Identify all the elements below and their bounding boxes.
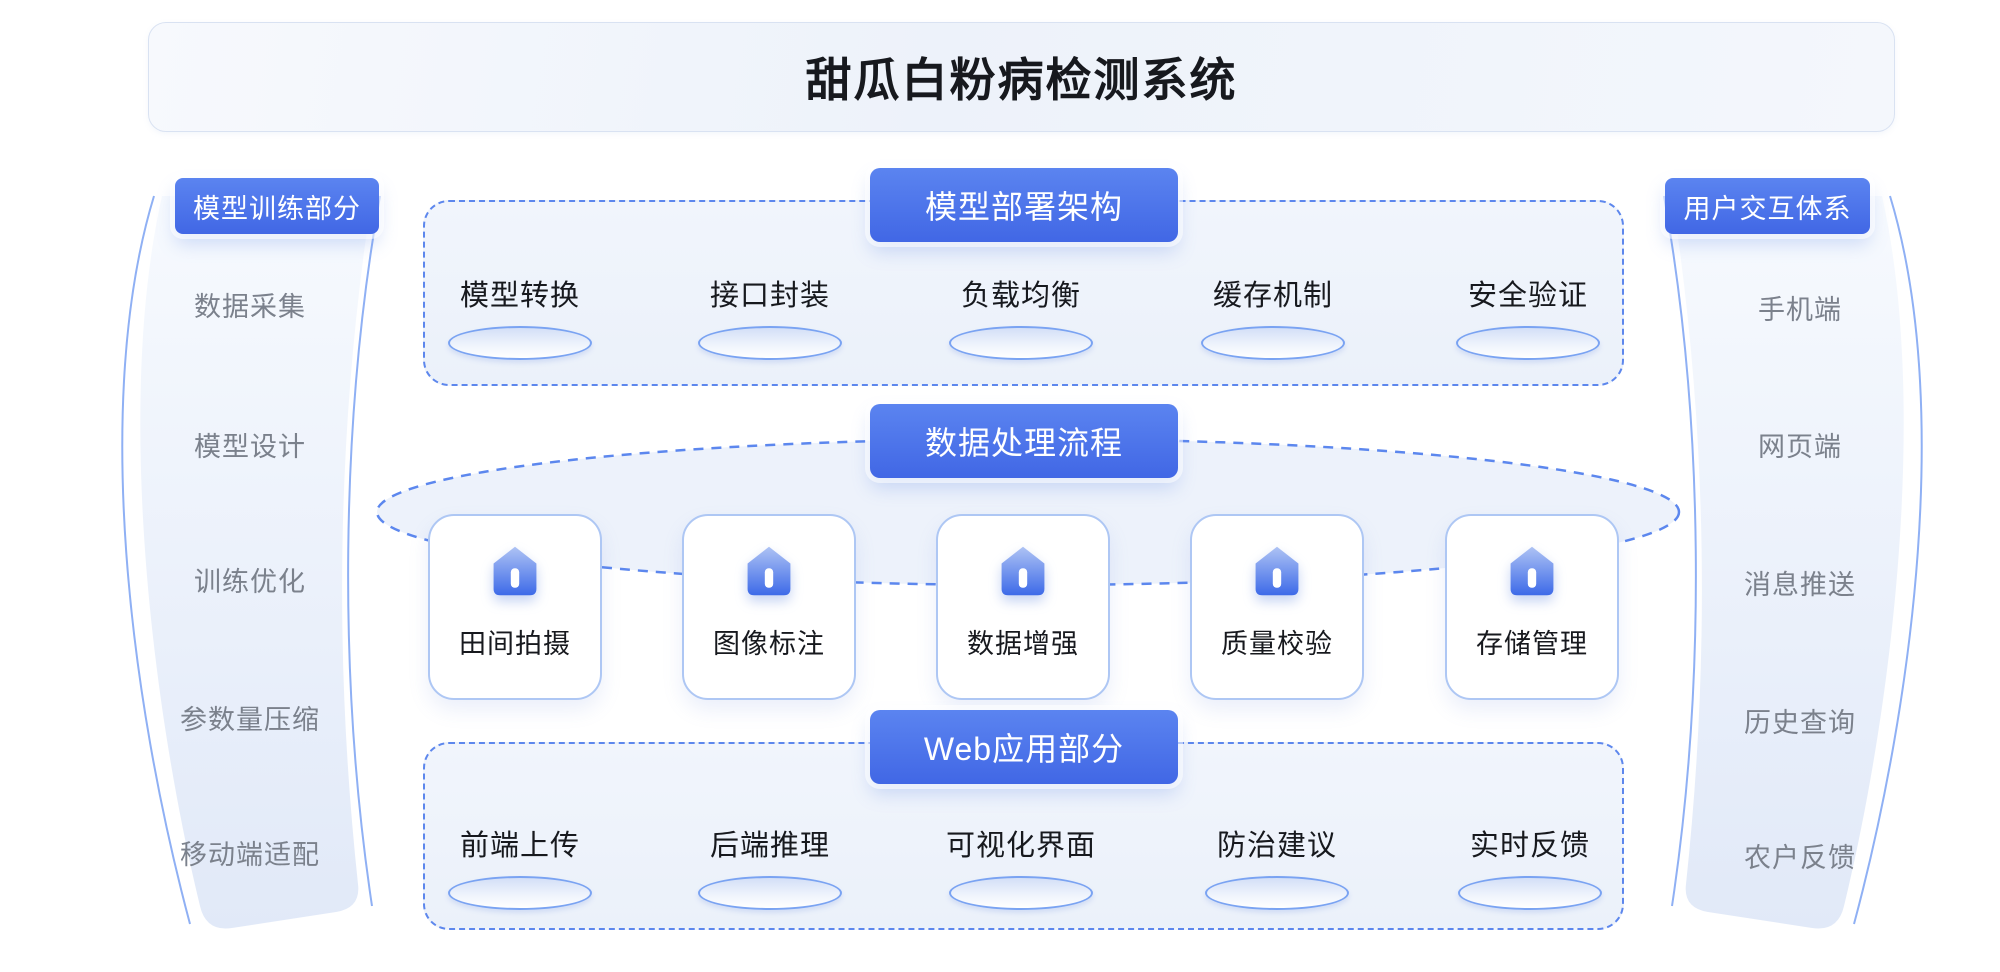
platform-ellipse — [1458, 876, 1602, 910]
web-item-label: 可视化界面 — [945, 830, 1096, 862]
web-item-2: 可视化界面 — [921, 826, 1121, 910]
right-panel-item-2: 消息推送 — [1744, 570, 1856, 600]
web-item-1: 后端推理 — [670, 826, 870, 910]
deploy-item-label: 负载均衡 — [960, 280, 1081, 312]
deploy-item-0: 模型转换 — [420, 276, 620, 360]
deploy-item-4: 安全验证 — [1428, 276, 1628, 360]
data-card-label: 图像标注 — [713, 629, 825, 659]
platform-ellipse — [949, 876, 1093, 910]
house-icon — [994, 544, 1052, 598]
house-icon — [740, 544, 798, 598]
data-card-label: 数据增强 — [967, 629, 1079, 659]
section-web-header: Web应用部分 — [870, 710, 1178, 784]
house-icon — [1503, 544, 1561, 598]
deploy-item-3: 缓存机制 — [1173, 276, 1373, 360]
left-panel-item-2: 训练优化 — [194, 567, 306, 597]
deploy-item-label: 接口封装 — [709, 280, 830, 312]
platform-ellipse — [698, 876, 842, 910]
right-panel-item-0: 手机端 — [1758, 295, 1842, 325]
platform-ellipse — [1205, 876, 1349, 910]
web-item-3: 防治建议 — [1177, 826, 1377, 910]
web-item-label: 前端上传 — [459, 830, 580, 862]
deploy-item-label: 模型转换 — [459, 280, 580, 312]
house-icon — [486, 544, 544, 598]
platform-ellipse — [448, 876, 592, 910]
data-card-1: 图像标注 — [682, 514, 856, 700]
page-title: 甜瓜白粉病检测系统 — [805, 54, 1238, 106]
right-panel-item-3: 历史查询 — [1744, 708, 1856, 738]
data-card-label: 田间拍摄 — [459, 629, 571, 659]
deploy-item-label: 安全验证 — [1467, 280, 1588, 312]
web-item-label: 防治建议 — [1216, 830, 1337, 862]
deploy-item-1: 接口封装 — [670, 276, 870, 360]
section-data-header: 数据处理流程 — [870, 404, 1178, 478]
right-ribbon — [1663, 195, 1923, 929]
section-deploy-header: 模型部署架构 — [870, 168, 1178, 242]
web-item-4: 实时反馈 — [1430, 826, 1630, 910]
right-panel-item-1: 网页端 — [1758, 432, 1842, 462]
left-panel-header: 模型训练部分 — [175, 178, 379, 234]
platform-ellipse — [1456, 326, 1600, 360]
data-card-label: 存储管理 — [1476, 629, 1588, 659]
deploy-item-2: 负载均衡 — [921, 276, 1121, 360]
web-item-0: 前端上传 — [420, 826, 620, 910]
left-panel-item-0: 数据采集 — [194, 292, 306, 322]
title-banner: 甜瓜白粉病检测系统 — [148, 22, 1895, 132]
platform-ellipse — [698, 326, 842, 360]
web-item-label: 实时反馈 — [1469, 830, 1590, 862]
platform-ellipse — [448, 326, 592, 360]
left-panel-item-1: 模型设计 — [194, 432, 306, 462]
house-icon — [1248, 544, 1306, 598]
left-panel-item-4: 移动端适配 — [180, 840, 320, 870]
platform-ellipse — [1201, 326, 1345, 360]
right-panel-item-4: 农户反馈 — [1744, 843, 1856, 873]
data-card-0: 田间拍摄 — [428, 514, 602, 700]
web-item-label: 后端推理 — [709, 830, 830, 862]
deploy-item-label: 缓存机制 — [1212, 280, 1333, 312]
right-panel-header: 用户交互体系 — [1665, 178, 1870, 234]
data-card-2: 数据增强 — [936, 514, 1110, 700]
data-card-label: 质量校验 — [1221, 629, 1333, 659]
data-card-4: 存储管理 — [1445, 514, 1619, 700]
data-card-3: 质量校验 — [1190, 514, 1364, 700]
platform-ellipse — [949, 326, 1093, 360]
left-panel-item-3: 参数量压缩 — [180, 705, 320, 735]
left-ribbon — [121, 195, 381, 929]
